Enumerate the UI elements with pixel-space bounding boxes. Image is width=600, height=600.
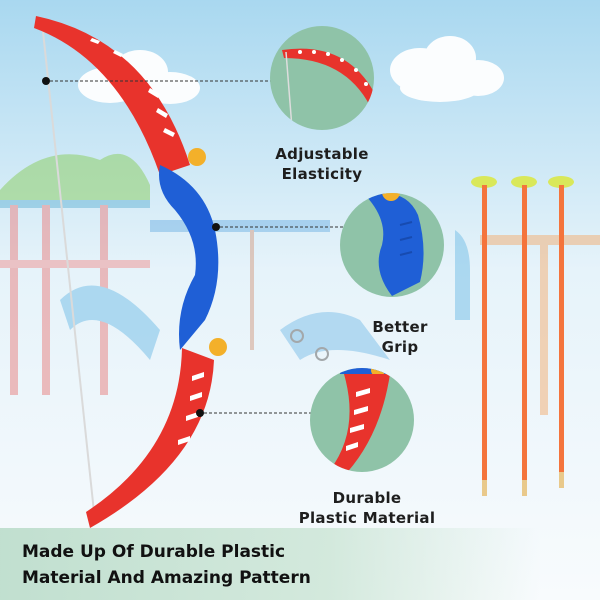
playground-background [0, 153, 600, 415]
grip-knob-bottom [209, 338, 227, 356]
feature-label-grip: Better Grip [340, 317, 460, 357]
caption-line-2: Material And Amazing Pattern [22, 568, 311, 588]
callout-leaders [42, 77, 372, 417]
feature-label-line: Durable [332, 489, 402, 507]
feature-label-material: Durable Plastic Material [292, 488, 442, 528]
limb-pattern-lower [178, 372, 204, 445]
zoom-circle-grip [340, 193, 444, 297]
caption-line-1: Made Up Of Durable Plastic [22, 542, 286, 562]
feature-label-line: Plastic Material [298, 509, 436, 527]
zoom-circle-elasticity [270, 26, 374, 130]
zoom-circle-material [310, 368, 414, 472]
suction-arrow [511, 176, 537, 496]
feature-label-line: Better [372, 318, 428, 336]
suction-arrow [548, 176, 574, 488]
bow-string [41, 21, 95, 513]
feature-label-line: Elasticity [281, 165, 363, 183]
limb-pattern-upper [90, 38, 175, 137]
bow-upper-limb [34, 16, 190, 175]
feature-label-elasticity: Adjustable Elasticity [262, 144, 382, 184]
caption-banner: Made Up Of Durable Plastic Material And … [0, 528, 600, 600]
feature-label-line: Grip [381, 338, 419, 356]
suction-arrow [471, 176, 497, 496]
grip-knob-top [188, 148, 206, 166]
feature-label-line: Adjustable [275, 145, 369, 163]
bow-lower-limb [86, 348, 214, 528]
bow-grip [159, 165, 219, 350]
